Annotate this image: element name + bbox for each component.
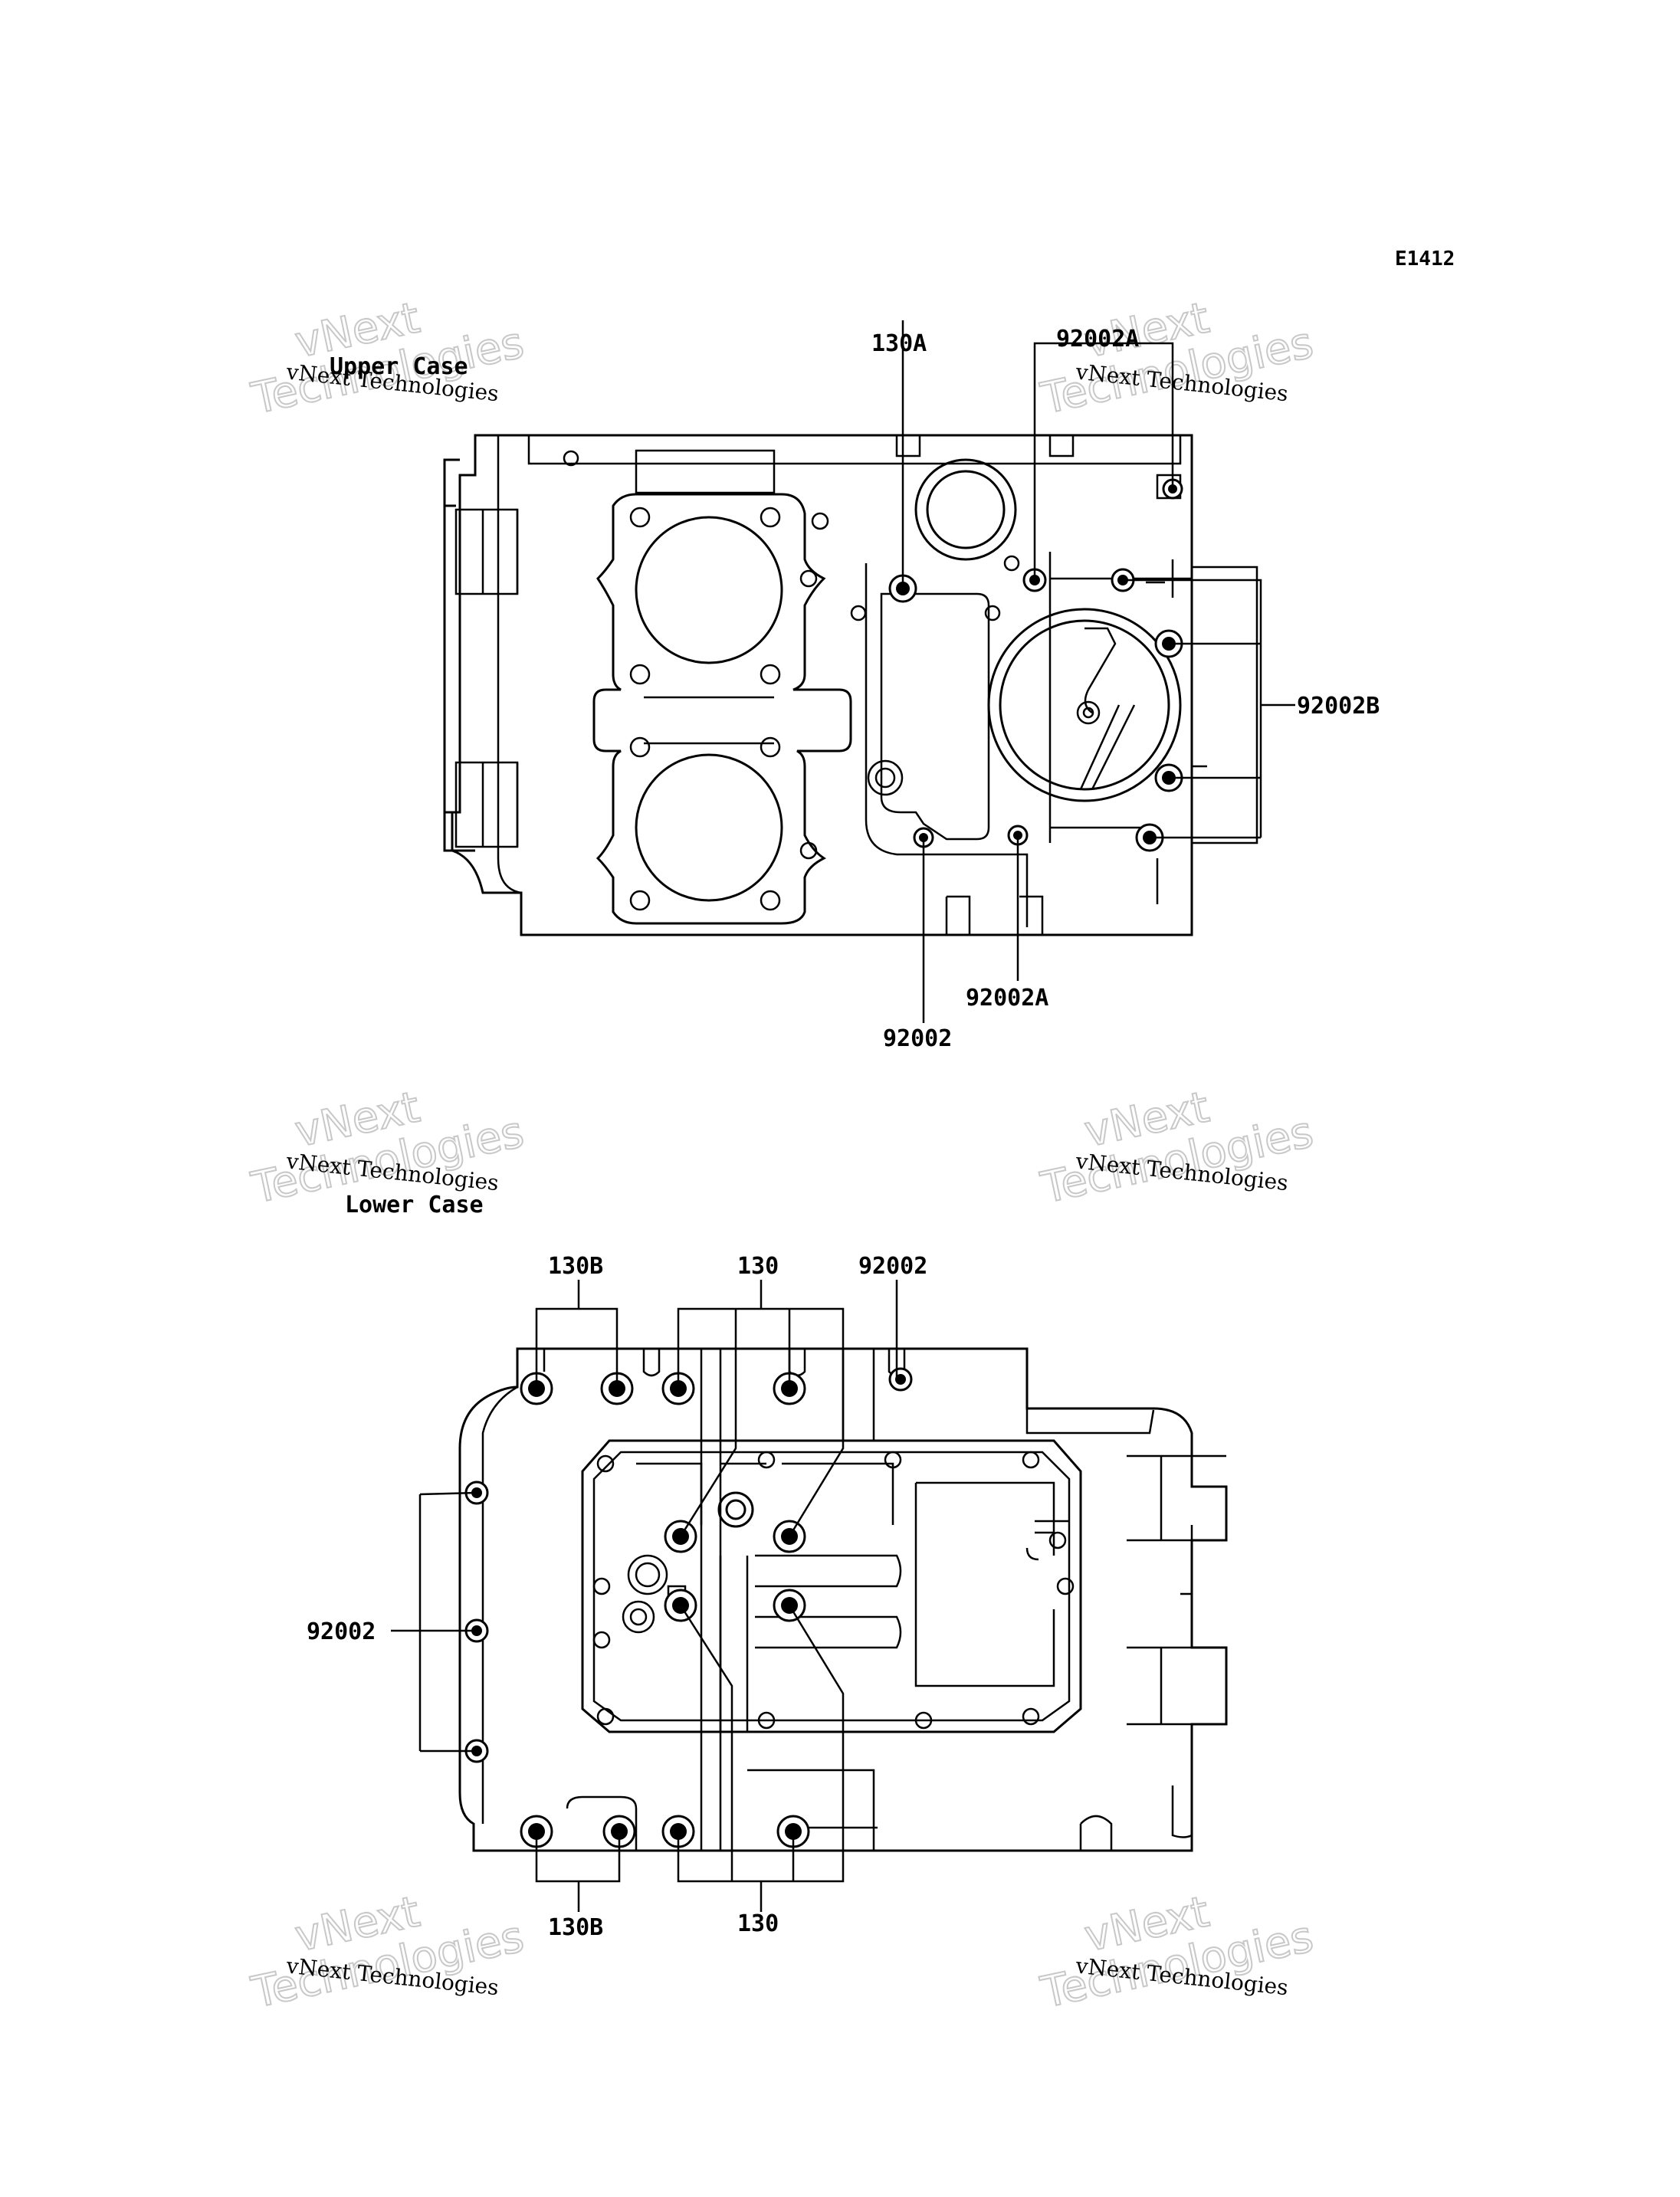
lower-case-section: Lower Case <box>307 1192 1228 1941</box>
callout-130-top: 130 <box>737 1253 779 1280</box>
callout-130a: 130A <box>871 330 927 357</box>
lower-case-title: Lower Case <box>345 1192 484 1218</box>
lower-case-leaders <box>391 1280 901 1912</box>
callout-130-bottom: 130 <box>737 1910 779 1937</box>
bolt-130-top-1 <box>661 1372 695 1405</box>
watermark-mid-right: vNext Technologies vNext Technologies <box>1036 1081 1318 1214</box>
cylinder-gasket <box>563 450 852 925</box>
diagram-code: E1412 <box>1395 248 1455 271</box>
callout-92002: 92002 <box>883 1025 952 1052</box>
callout-92002b: 92002B <box>1297 693 1380 720</box>
callout-92002-top: 92002 <box>858 1253 927 1280</box>
watermark-top-right: vNext Technologies vNext Technologies <box>1036 292 1318 425</box>
watermark-bottom-left: vNext Technologies vNext Technologies <box>247 1886 529 2018</box>
upper-case-outline <box>443 434 1258 936</box>
callout-130b-top: 130B <box>548 1253 603 1280</box>
upper-case-inner-plate <box>850 458 1192 927</box>
oil-pan-gasket <box>581 1439 1082 1733</box>
callout-130b-bottom: 130B <box>548 1914 603 1941</box>
callout-92002a-top: 92002A <box>1056 326 1139 353</box>
upper-case-leaders <box>901 320 1295 1023</box>
callout-92002-left: 92002 <box>307 1618 376 1645</box>
watermark-bottom-right: vNext Technologies vNext Technologies <box>1036 1886 1318 2018</box>
upper-case-bolts <box>888 478 1183 852</box>
upper-case-title: Upper Case <box>330 353 468 380</box>
callout-92002a-bottom: 92002A <box>966 985 1048 1012</box>
watermark-group: vNext Technologies vNext Technologies vN… <box>247 292 1318 2018</box>
upper-case-section: Upper Case <box>330 320 1380 1052</box>
